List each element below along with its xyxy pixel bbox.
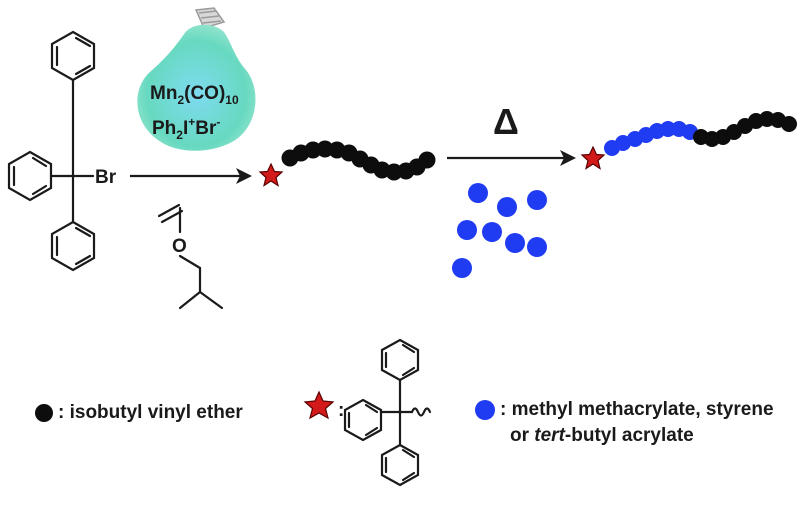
legend-blue-label: : methyl methacrylate, styrene or tert-b… [500,397,774,449]
reaction-arrow-2 [447,150,576,166]
bromine-atom-label: Br [95,167,117,188]
legend-star-separator: : [338,400,345,421]
legend-black-separator: : [58,402,65,423]
legend-black-text: isobutyl vinyl ether [69,402,243,423]
legend-blue-dot [475,400,495,420]
legend-trityl-structure [343,338,432,487]
heat-symbol: Δ [493,101,519,142]
light-bulb-icon [137,7,256,151]
legend-blue-text-butyl: -butyl acrylate [564,425,694,446]
legend-red-star [303,390,335,420]
added-monomer-dots [452,183,547,278]
black-block-beads [693,111,797,147]
legend-blue-text-line1: methyl methacrylate, styrene [511,399,774,420]
poly-isobutyl-vinyl-ether-chain [258,140,436,187]
reaction-arrow-1 [130,168,252,184]
oxygen-atom-label: O [172,236,187,257]
blue-block-beads [604,121,698,156]
black-monomer-beads [281,140,436,181]
trityl-end-star [580,145,606,170]
legend-blue-text-tert: tert [534,425,565,446]
legend-blue-text-or: or [510,425,535,446]
photoinitiator-formula: Ph2I+Br- [152,115,220,142]
legend-black-label: : isobutyl vinyl ether [58,400,243,426]
block-copolymer-chain [580,111,797,170]
legend-blue-separator: : [500,399,507,420]
isobutyl-vinyl-ether-structure [157,203,224,310]
legend-black-dot [35,404,53,422]
catalyst-formula: Mn2(CO)10 [150,83,239,107]
trityl-end-star [258,162,284,187]
trityl-bromide-structure [7,30,96,272]
